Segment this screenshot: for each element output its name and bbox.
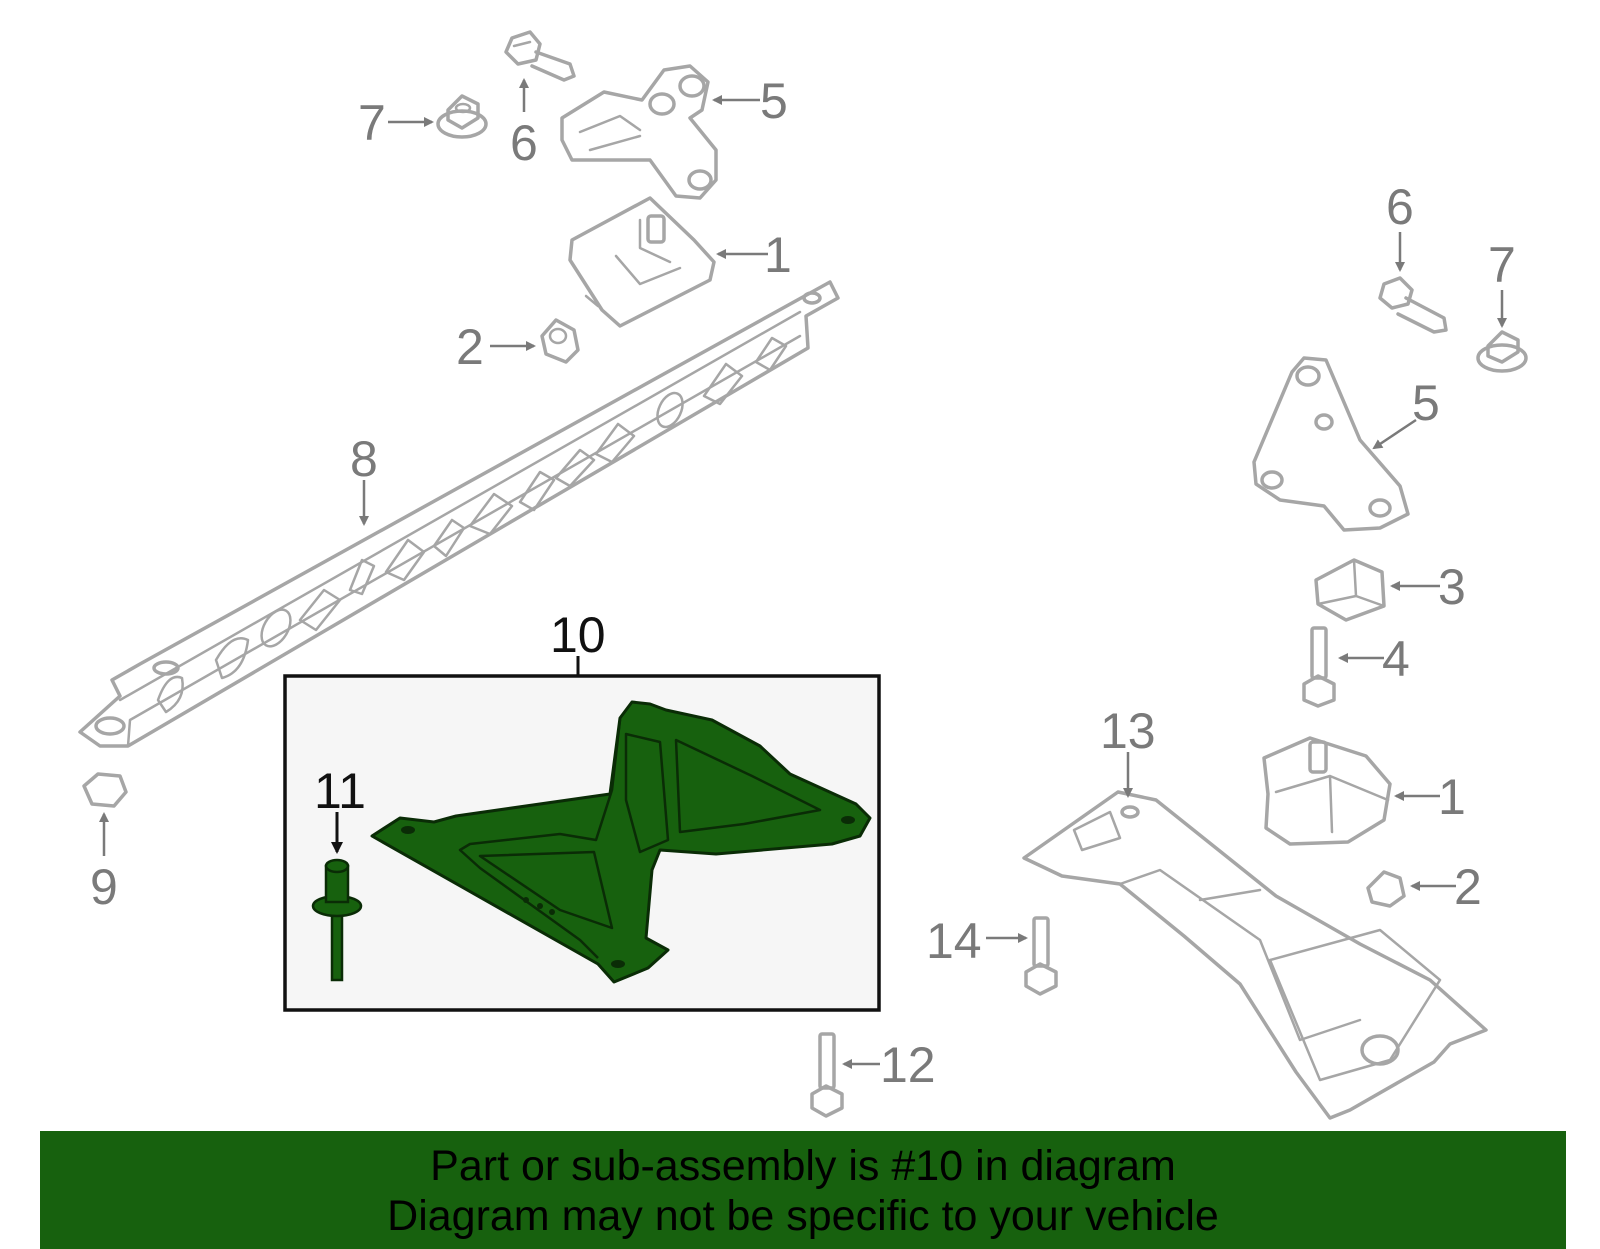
crossmember-8 xyxy=(78,280,840,748)
banner-line-1: Part or sub-assembly is #10 in diagram xyxy=(430,1142,1176,1190)
callout-4: 4 xyxy=(1382,631,1410,687)
callout-8: 8 xyxy=(350,431,378,487)
callout-3: 3 xyxy=(1438,559,1466,615)
callout-13: 13 xyxy=(1100,703,1156,759)
callout-2-top: 2 xyxy=(456,319,484,375)
info-banner: Part or sub-assembly is #10 in diagram D… xyxy=(40,1131,1566,1249)
mount-1-top xyxy=(568,196,716,328)
nut-2-top xyxy=(540,318,580,364)
bracket-5-top xyxy=(560,64,718,200)
callout-11: 11 xyxy=(314,763,366,819)
bolt-6-right xyxy=(1378,276,1448,334)
nut-7-top xyxy=(436,94,488,139)
crossmember-13 xyxy=(1022,790,1488,1120)
nut-7-right xyxy=(1476,330,1528,373)
nut-9 xyxy=(82,772,128,808)
callout-6-right: 6 xyxy=(1386,179,1414,235)
block-3 xyxy=(1314,558,1386,622)
bracket-5-right xyxy=(1252,356,1410,532)
bolt-14 xyxy=(1024,916,1058,996)
bolt-4 xyxy=(1302,626,1336,708)
callout-2-right: 2 xyxy=(1454,859,1482,915)
skid-plate-10[interactable] xyxy=(370,700,872,984)
callout-5-right: 5 xyxy=(1412,375,1440,431)
banner-line-2: Diagram may not be specific to your vehi… xyxy=(387,1192,1219,1240)
bolt-6-top xyxy=(504,30,576,82)
callout-7-right: 7 xyxy=(1488,237,1516,293)
callout-12: 12 xyxy=(880,1037,936,1093)
callout-14: 14 xyxy=(926,913,982,969)
mount-1-right xyxy=(1262,736,1392,846)
callout-5-top: 5 xyxy=(760,73,788,129)
rivet-11[interactable] xyxy=(311,858,363,982)
nut-2-right xyxy=(1366,870,1406,908)
callout-1-right: 1 xyxy=(1438,769,1466,825)
callout-1-top: 1 xyxy=(764,227,792,283)
callout-6-top: 6 xyxy=(510,115,538,171)
bolt-12 xyxy=(810,1032,844,1118)
callout-9: 9 xyxy=(90,859,118,915)
callout-10: 10 xyxy=(550,607,606,663)
callout-7-top: 7 xyxy=(358,95,386,151)
